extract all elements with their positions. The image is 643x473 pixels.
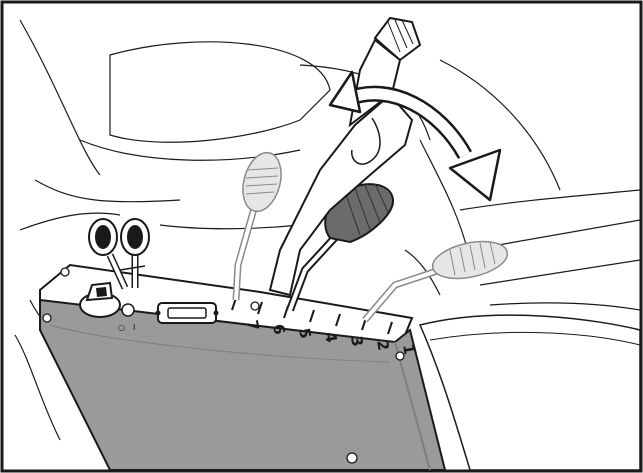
gear-position-label-6: 6 <box>269 323 289 336</box>
gear-position-label-7: 7 <box>243 319 263 332</box>
diagnostic-connector[interactable] <box>155 302 219 324</box>
gear-position-label-5: 5 <box>295 327 315 340</box>
gear-position-label-1: 1 <box>399 343 419 356</box>
gear-position-label-4: 4 <box>321 331 341 344</box>
lever-gate <box>231 297 393 335</box>
ghost-lever-position-2 <box>362 240 509 323</box>
ghost-lever-position-7 <box>232 151 282 301</box>
screw <box>250 301 260 311</box>
motion-double-arrow-icon <box>328 70 502 202</box>
gear-position-label-3: 3 <box>347 335 367 348</box>
gear-position-label-2: 2 <box>373 339 393 352</box>
screw <box>395 351 405 361</box>
panel-screws <box>42 267 405 464</box>
hydraulic-couplers <box>88 218 150 290</box>
switch-off-label: ○ <box>118 323 125 332</box>
key-switch[interactable] <box>79 281 135 318</box>
screw <box>42 313 52 323</box>
screw <box>60 267 70 277</box>
machine-body-outline <box>14 19 641 441</box>
screw <box>346 452 358 464</box>
switch-on-label: I <box>133 323 135 332</box>
armrest <box>418 314 641 471</box>
